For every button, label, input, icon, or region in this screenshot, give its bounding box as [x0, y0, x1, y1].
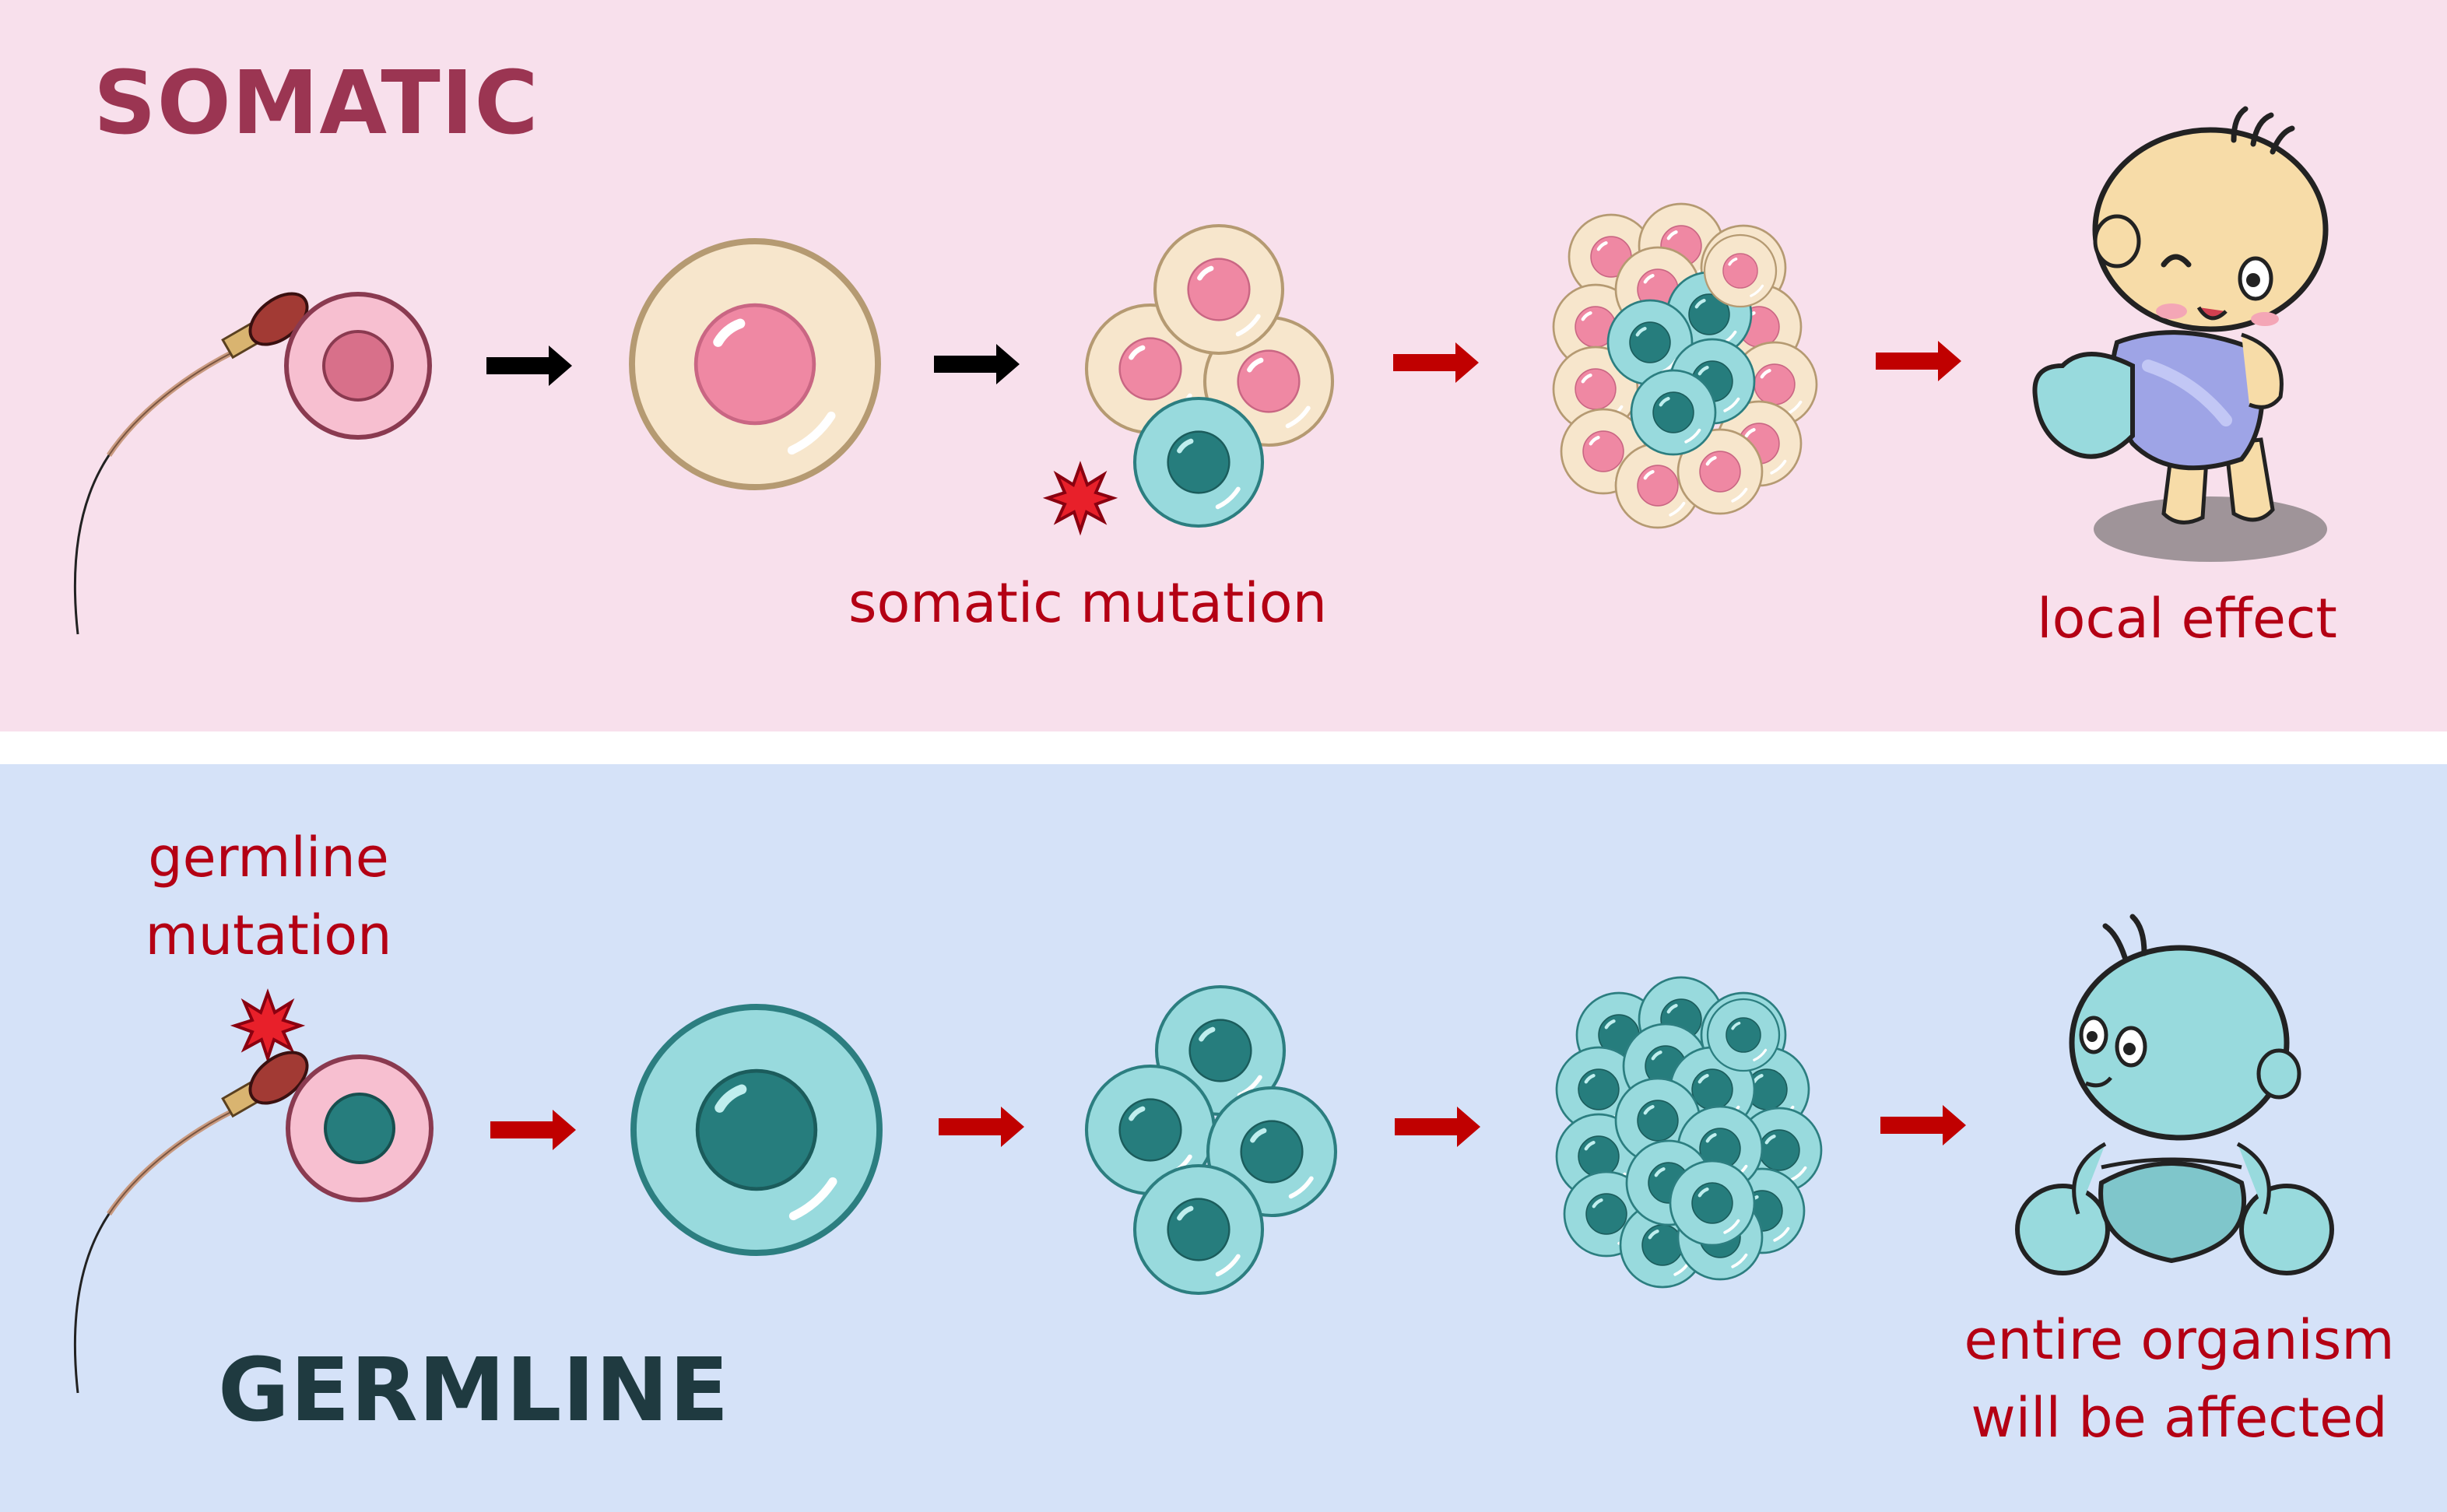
baby-icon	[2015, 914, 2334, 1275]
somatic-title: SOMATIC	[93, 53, 539, 154]
cell-cluster-icon	[1087, 226, 1332, 526]
cell-cluster-icon	[1557, 977, 1821, 1287]
cell-icon	[632, 241, 878, 487]
arrow-icon	[939, 1107, 1024, 1147]
cell-cluster-icon	[1087, 987, 1336, 1293]
cell-cluster-icon	[1554, 204, 1817, 528]
germline-mutation-label-line2: mutation	[145, 903, 392, 967]
zygote-icon	[284, 292, 432, 440]
mutation-star-icon	[1046, 464, 1115, 532]
arrow-icon	[1393, 342, 1479, 383]
cell-icon	[634, 1007, 879, 1253]
entire-organism-label-line2: will be affected	[1971, 1386, 2388, 1450]
arrow-icon	[490, 1110, 576, 1150]
zygote-icon	[286, 1054, 434, 1202]
arrow-icon	[1876, 341, 1961, 381]
mutation-star-icon	[233, 991, 302, 1060]
baby-icon	[2032, 106, 2329, 562]
arrow-icon	[486, 346, 572, 386]
germline-title: GERMLINE	[218, 1340, 730, 1441]
arrow-icon	[1395, 1107, 1480, 1147]
entire-organism-label-line1: entire organism	[1964, 1308, 2395, 1372]
local-effect-label: local effect	[2037, 587, 2337, 651]
somatic-mutation-label: somatic mutation	[848, 571, 1327, 635]
germline-mutation-label-line1: germline	[148, 826, 389, 889]
sperm-icon	[75, 283, 316, 634]
arrow-icon	[1880, 1105, 1966, 1145]
arrow-icon	[934, 344, 1020, 384]
